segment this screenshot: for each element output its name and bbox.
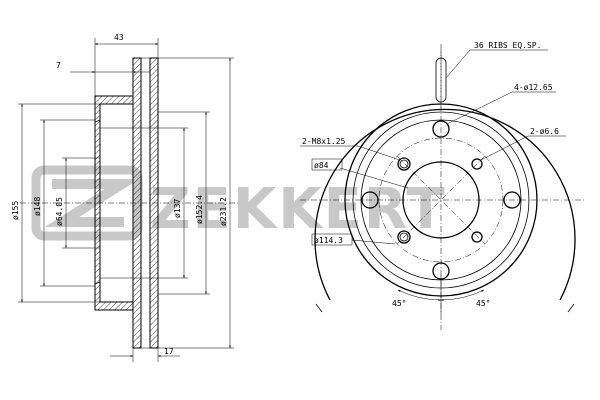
small-hole bbox=[471, 231, 483, 243]
brand-logo-text: ZEKKERT bbox=[150, 177, 447, 242]
label-ribs: 36 RIBS EQ.SP. bbox=[474, 41, 541, 50]
label-center-bore: ø84 bbox=[314, 161, 329, 170]
label-pcd: ø114.3 bbox=[314, 236, 343, 245]
dim-d152: ø152.4 bbox=[195, 195, 204, 224]
hat-section bbox=[94, 95, 134, 311]
wheel-bolt-hole bbox=[503, 191, 521, 209]
dim-d148: ø148 bbox=[33, 197, 42, 216]
label-angle-left: 45° bbox=[392, 299, 406, 308]
dim-disc-thickness: 17 bbox=[164, 347, 174, 356]
dim-d64: ø64.05 bbox=[55, 197, 64, 226]
brand-watermark: ZEKKERT bbox=[31, 165, 447, 242]
label-angle-right: 45° bbox=[476, 299, 490, 308]
dim-d137: ø137 bbox=[173, 199, 182, 218]
wheel-bolt-hole bbox=[361, 191, 379, 209]
disc-outer-edge bbox=[314, 108, 576, 301]
dim-hat-offset: 7 bbox=[56, 61, 61, 70]
front-view: 36 RIBS EQ.SP. 4-ø12.65 2-ø6.6 2-M8x1.25… bbox=[300, 41, 585, 330]
wheel-bolt-hole bbox=[432, 120, 450, 138]
threaded-hole bbox=[397, 157, 411, 171]
threaded-hole bbox=[397, 230, 411, 244]
dim-d155: ø155 bbox=[11, 201, 20, 220]
side-section-view: 43 7 17 ø155 ø148 ø64.05 ø137 ø152. bbox=[11, 33, 240, 362]
dim-d231: ø231.2 bbox=[219, 197, 228, 226]
label-holes-large: 4-ø12.65 bbox=[514, 83, 553, 92]
small-hole bbox=[471, 158, 483, 170]
dim-overall-width: 43 bbox=[114, 33, 124, 42]
label-threads: 2-M8x1.25 bbox=[302, 137, 346, 146]
label-holes-small: 2-ø6.6 bbox=[530, 127, 559, 136]
